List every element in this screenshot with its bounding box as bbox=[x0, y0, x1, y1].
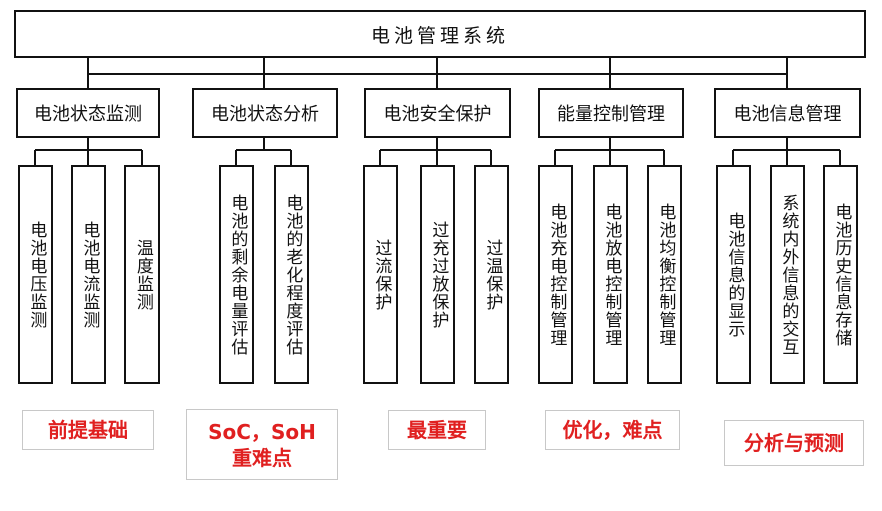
leaf-label: 电池信息的显示 bbox=[724, 211, 745, 338]
leaf-label: 电池历史信息存储 bbox=[831, 202, 852, 347]
leaf-overcurrent-protection: 过流保护 bbox=[363, 165, 398, 384]
category-protection: 电池安全保护 bbox=[364, 88, 511, 138]
leaf-label: 电池充电控制管理 bbox=[546, 202, 567, 347]
category-energy-control: 能量控制管理 bbox=[538, 88, 684, 138]
note-foundation: 前提基础 bbox=[22, 410, 154, 450]
leaf-soh-estimation: 电池的老化程度评估 bbox=[274, 165, 309, 384]
leaf-label: 电池的剩余电量评估 bbox=[227, 193, 248, 356]
leaf-label: 温度监测 bbox=[132, 238, 153, 311]
leaf-discharge-control: 电池放电控制管理 bbox=[593, 165, 628, 384]
leaf-voltage-monitoring: 电池电压监测 bbox=[18, 165, 53, 384]
leaf-overtemperature-protection: 过温保护 bbox=[474, 165, 509, 384]
root-node: 电池管理系统 bbox=[14, 10, 866, 58]
leaf-charge-control: 电池充电控制管理 bbox=[538, 165, 573, 384]
leaf-temperature-monitoring: 温度监测 bbox=[124, 165, 160, 384]
leaf-info-display: 电池信息的显示 bbox=[716, 165, 751, 384]
leaf-label: 过流保护 bbox=[371, 238, 392, 311]
leaf-label: 过充过放保护 bbox=[428, 220, 449, 329]
category-info-management: 电池信息管理 bbox=[714, 88, 861, 138]
leaf-label: 电池均衡控制管理 bbox=[655, 202, 676, 347]
note-soc-soh: SoC，SoH 重难点 bbox=[186, 409, 338, 480]
leaf-balancing-control: 电池均衡控制管理 bbox=[647, 165, 682, 384]
leaf-history-storage: 电池历史信息存储 bbox=[823, 165, 858, 384]
category-analysis: 电池状态分析 bbox=[192, 88, 338, 138]
leaf-label: 电池的老化程度评估 bbox=[282, 193, 303, 356]
leaf-label: 电池电压监测 bbox=[26, 220, 47, 329]
leaf-label: 过温保护 bbox=[482, 238, 503, 311]
note-analysis-prediction: 分析与预测 bbox=[724, 420, 864, 466]
leaf-overcharge-protection: 过充过放保护 bbox=[420, 165, 455, 384]
note-line: SoC，SoH bbox=[208, 419, 316, 444]
leaf-current-monitoring: 电池电流监测 bbox=[71, 165, 106, 384]
leaf-label: 电池放电控制管理 bbox=[601, 202, 622, 347]
leaf-label: 电池电流监测 bbox=[79, 220, 100, 329]
note-most-important: 最重要 bbox=[388, 410, 486, 450]
leaf-info-exchange: 系统内外信息的交互 bbox=[770, 165, 805, 384]
category-monitoring: 电池状态监测 bbox=[16, 88, 160, 138]
leaf-soc-estimation: 电池的剩余电量评估 bbox=[219, 165, 254, 384]
note-optimization: 优化，难点 bbox=[545, 410, 680, 450]
leaf-label: 系统内外信息的交互 bbox=[778, 193, 799, 356]
note-line: 重难点 bbox=[232, 445, 292, 470]
